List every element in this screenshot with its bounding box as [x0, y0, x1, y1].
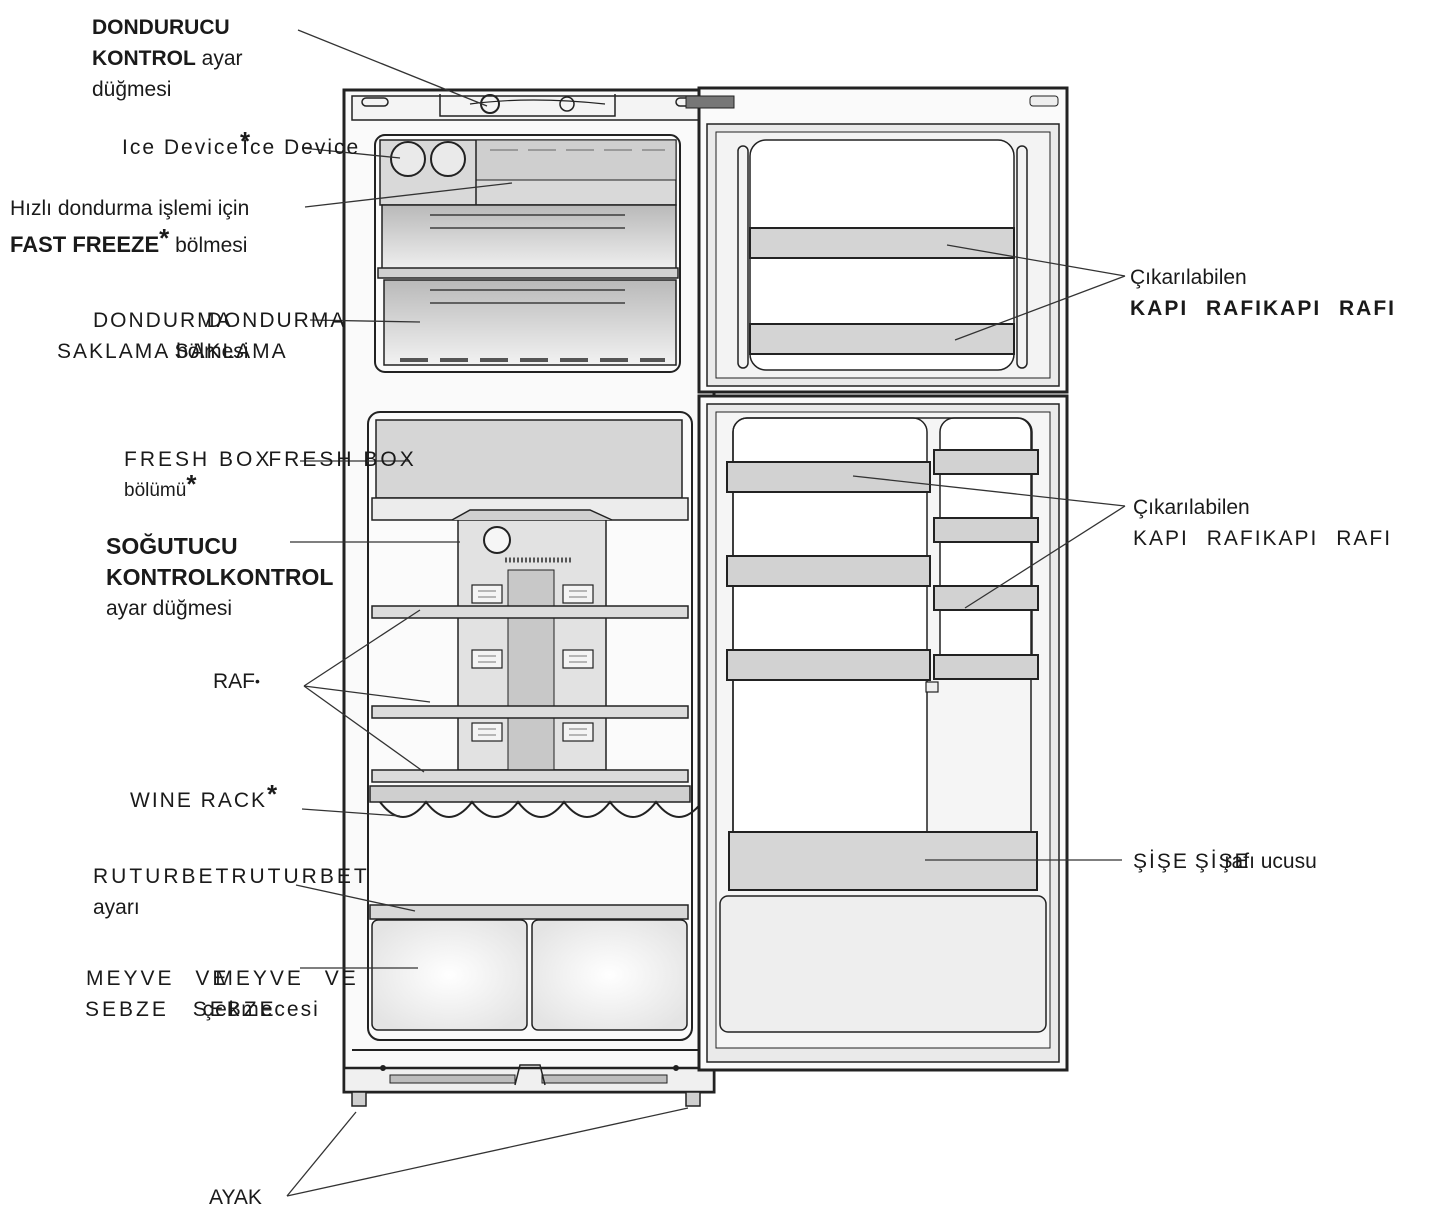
fridge-door-shelf-line2: KAPI RAFI: [1133, 527, 1263, 550]
leader-lines: [286, 29, 1126, 1197]
freezer-storage-line2-rest: bölmesi: [176, 340, 249, 363]
fridge-control-line1: SOĞUTUCU: [106, 533, 238, 559]
crisper-line2: SEBZE: [85, 998, 169, 1021]
label-fresh-box: FRESH BOXFRESH BOX bölümü*: [124, 444, 417, 506]
shelf-mark: •: [255, 673, 260, 689]
freezer-door-shelf-line1: Çıkarılabilen: [1130, 266, 1247, 289]
label-bottle: ŞİŞE ŞİŞErafı ucusu: [1133, 846, 1317, 877]
freezer-compartment: [374, 134, 681, 373]
label-fast-freeze: Hızlı dondurma işlemi için FAST FREEZE* …: [10, 193, 249, 261]
feet-text: AYAK: [209, 1186, 262, 1209]
fresh-box-star: *: [186, 469, 197, 499]
fast-freeze-bold: FAST FREEZE: [10, 232, 160, 257]
label-shelf: RAF•: [213, 666, 260, 699]
label-freezer-door-shelf: Çıkarılabilen KAPI RAFIKAPI RAFI: [1130, 262, 1396, 324]
bottle-text: ŞİŞE: [1133, 850, 1189, 873]
humidity-line2: ayarı: [93, 896, 140, 919]
label-wine-rack: WINE RACK*: [130, 779, 277, 816]
wine-rack-text: WINE RACK: [130, 789, 268, 812]
fast-freeze-line1: Hızlı dondurma işlemi için: [10, 197, 250, 220]
label-ice-device: Ice Device*Ice Device: [122, 126, 361, 163]
freezer-door-shelf-line2: KAPI RAFI: [1130, 297, 1263, 320]
shelf-text: RAF: [213, 670, 255, 693]
freezer-door: [685, 86, 1069, 394]
fridge-door-shelf-line1: Çıkarılabilen: [1133, 496, 1250, 519]
fridge-control-line3: ayar düğmesi: [106, 597, 233, 620]
fridge-door-shelf-line2-overlap: KAPI RAFI: [1262, 527, 1393, 550]
bottle-rest: rafı ucusu: [1224, 850, 1317, 873]
crisper-line1: MEYVE VE: [86, 967, 230, 990]
freezer-storage-line2-overlap: SAKLAMA: [174, 340, 288, 363]
freezer-storage-line1: DONDURMA: [93, 309, 233, 332]
base-grille: [351, 1064, 701, 1107]
label-freezer-control: DONDURUCU KONTROL ayar düğmesi: [92, 12, 243, 105]
freezer-storage-line2: SAKLAMA: [57, 340, 171, 363]
label-freezer-storage: DONDURMADONDURMA SAKLAMA bölmesiSAKLAMA: [57, 305, 346, 367]
ice-device-star: *: [240, 126, 251, 156]
label-fridge-control: SOĞUTUCU KONTROLKONTROL ayar düğmesi: [106, 531, 333, 624]
ice-device-text: Ice Device: [122, 136, 241, 159]
freezer-control-line3: düğmesi: [92, 78, 172, 101]
bottle-overlap: ŞİŞE: [1194, 850, 1251, 873]
freezer-door-shelf-line2-overlap: KAPI RAFI: [1263, 297, 1396, 320]
crisper-line2-rest: çekmecesi: [202, 998, 320, 1021]
freezer-control-line2-rest: ayar: [201, 47, 243, 70]
fresh-box-line1-overlap: FRESH BOX: [268, 448, 417, 471]
ice-device-overlap: Ice Device: [242, 136, 361, 159]
fridge-control-line2: KONTROL: [106, 564, 220, 590]
label-crisper: MEYVE VEMEYVE VE SEBZE SEBZEçekmecesi: [85, 963, 359, 1025]
crisper-line2-overlap: SEBZE: [192, 998, 277, 1021]
label-feet: AYAK: [209, 1182, 262, 1213]
fridge-compartment: [367, 411, 703, 1041]
wine-rack-star: *: [267, 779, 278, 809]
humidity-line1: RUTURBET: [93, 865, 232, 888]
crisper-line1-overlap: MEYVE VE: [215, 967, 359, 990]
fast-freeze-rest: bölmesi: [175, 234, 248, 257]
freezer-control-line1: DONDURUCU: [92, 16, 230, 39]
humidity-line1-overlap: RUTURBET: [231, 865, 370, 888]
fridge-control-line2-overlap: KONTROL: [219, 564, 334, 590]
freezer-control-line2-bold: KONTROL: [92, 47, 196, 70]
fridge-door: [697, 394, 1069, 1072]
label-humidity: RUTURBETRUTURBET ayarı: [93, 861, 370, 923]
fast-freeze-star: *: [159, 223, 170, 253]
label-fridge-door-shelf: Çıkarılabilen KAPI RAFIKAPI RAFI: [1133, 492, 1392, 554]
fresh-box-line1: FRESH BOX: [124, 448, 273, 471]
freezer-storage-line1-overlap: DONDURMA: [206, 309, 347, 332]
fresh-box-line2: bölümü: [124, 480, 187, 501]
